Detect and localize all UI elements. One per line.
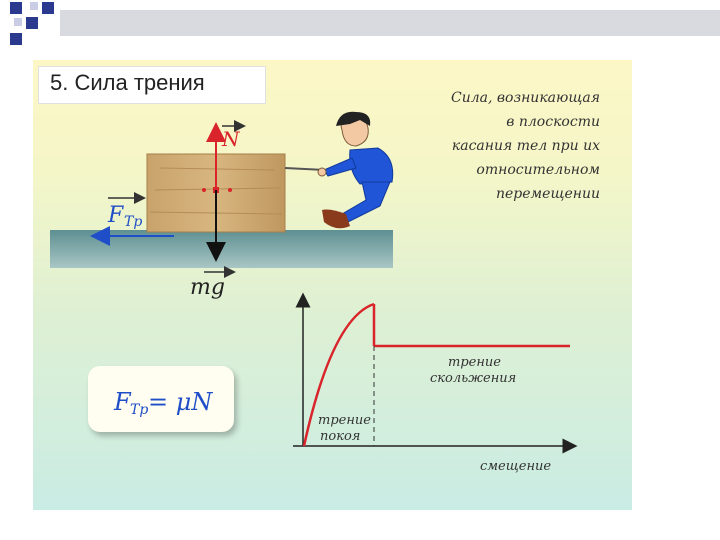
person-pulling-icon (317, 111, 394, 229)
slide-title: 5. Сила трения (50, 70, 205, 95)
label-static-friction-2: покоя (320, 429, 360, 444)
deco-square (26, 17, 38, 29)
label-friction-subscript: Тр (124, 214, 142, 230)
label-static-friction-1: трение (318, 413, 371, 428)
header-decoration (10, 2, 720, 45)
slide-panel (33, 60, 632, 510)
title-box (38, 66, 266, 104)
header-strip (60, 10, 720, 36)
label-sliding-friction-2: скольжения (430, 371, 516, 386)
graph-x-label: смещение (480, 459, 551, 474)
label-gravity-force: mg (190, 275, 225, 300)
label-friction-force: F (107, 203, 124, 228)
formula-rhs: = μN (148, 388, 213, 416)
deco-square-light (14, 18, 22, 26)
label-normal-force: N (221, 127, 241, 151)
definition-line: касания тел при их (451, 138, 600, 154)
label-sliding-friction-1: трение (448, 355, 501, 370)
definition-line: Сила, возникающая (450, 90, 600, 106)
friction-formula: F Тр = μN (113, 388, 213, 418)
formula-box (88, 366, 234, 432)
formula-lhs: F (113, 388, 132, 416)
definition-line: перемещении (496, 186, 600, 202)
deco-square (10, 2, 22, 14)
deco-square (10, 33, 22, 45)
static-friction-curve (302, 302, 375, 447)
definition-line: в плоскости (506, 114, 600, 130)
formula-subscript: Тр (130, 402, 148, 418)
definition-line: относительном (476, 162, 600, 178)
deco-square (42, 2, 54, 14)
deco-square-light (30, 2, 38, 10)
